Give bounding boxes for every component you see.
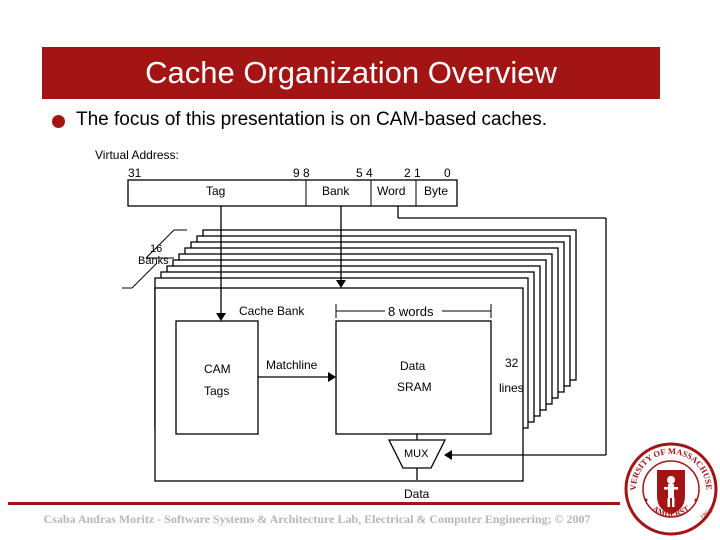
data-label: Data: [400, 359, 426, 373]
cache-bank-label: Cache Bank: [239, 304, 305, 318]
banks-label: Banks: [138, 255, 169, 267]
address-register: [127, 179, 458, 207]
bank-arrowhead: [336, 280, 346, 288]
banks-bracket-line: [131, 262, 158, 289]
sram-label: SRAM: [397, 380, 432, 394]
banks-count-label: 16: [150, 243, 163, 255]
word-select-arrowhead: [444, 450, 452, 460]
virtual-address-label: Virtual Address:: [95, 148, 179, 162]
lines-count-label: 32: [505, 356, 519, 370]
bit-5-4-label: 5 4: [356, 166, 373, 180]
university-seal-logo: UNIVERSITY OF MASSACHUSETTS AMHERST 1863: [624, 442, 718, 536]
bullet-text: The focus of this presentation is on CAM…: [76, 109, 548, 130]
tag-arrowhead: [216, 313, 226, 321]
footer-rule: [8, 502, 620, 505]
byte-field-label: Byte: [424, 184, 449, 198]
tags-label: Tags: [204, 384, 230, 398]
footer-credit: Csaba Andras Moritz - Software Systems &…: [43, 512, 591, 526]
matchline-label: Matchline: [266, 358, 318, 372]
title-bar: Cache Organization Overview: [42, 47, 660, 99]
bank-field-label: Bank: [322, 184, 350, 198]
matchline-arrowhead: [328, 372, 336, 382]
word-field-label: Word: [377, 184, 406, 198]
bit-0-label: 0: [444, 166, 451, 180]
bit-2-1-label: 2 1: [404, 166, 421, 180]
banks-bracket-line: [145, 229, 175, 259]
cam-label: CAM: [204, 362, 231, 376]
mux-shape: [387, 439, 447, 469]
slide-title: Cache Organization Overview: [145, 55, 557, 90]
data-sram-box: [335, 320, 492, 435]
lines-label: lines: [499, 381, 524, 395]
bit-9-8-label: 9 8: [293, 166, 310, 180]
bullet-icon: [52, 115, 65, 128]
words-label: 8 words: [388, 304, 434, 319]
tag-field-label: Tag: [206, 184, 226, 198]
cam-tags-box: [175, 320, 259, 435]
bit-31-label: 31: [128, 166, 142, 180]
mux-label: MUX: [404, 448, 429, 460]
data-out-label: Data: [404, 487, 430, 501]
